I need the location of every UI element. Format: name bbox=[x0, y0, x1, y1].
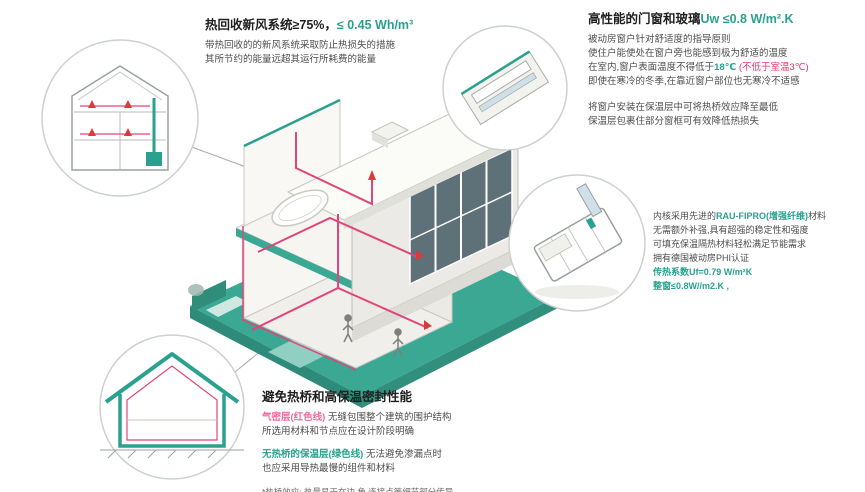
profile-brand: RAU-FIPRO(增强纤维) bbox=[716, 211, 809, 221]
ventilation-line1: 带热回收的的新风系统采取防止热损失的措施 bbox=[205, 39, 396, 51]
platform-front-right-edge bbox=[362, 296, 558, 408]
insulation-layer-roof-line bbox=[104, 352, 240, 404]
profile-line1-post: 材料 bbox=[808, 211, 827, 221]
callout-window-profile-circle bbox=[508, 174, 646, 312]
windows-line3-note: (不低于室温3℃) bbox=[738, 62, 809, 74]
ground-hatching bbox=[100, 449, 244, 459]
thermal-title: 避免热桥和高保温密封性能 bbox=[262, 390, 413, 404]
ventilation-body: 带热回收的的新风系统采取防止热损失的措施 其所节约的能量远超其运行所耗费的能量 bbox=[205, 39, 485, 68]
profile-line1-pre: 内核采用先进的 bbox=[653, 211, 717, 221]
heat-exchanger-unit bbox=[146, 152, 162, 166]
airtight-layer-line2: 所选用材料和节点应在设计阶段明确 bbox=[262, 425, 415, 437]
insulation-layer-wall-line bbox=[118, 394, 226, 448]
envelope-house-body bbox=[120, 356, 224, 446]
windows-section: 高性能的门窗和玻璃Uw ≤0.8 W/m².K 被动房窗户针对舒适度的指导原则 … bbox=[588, 12, 860, 129]
airtight-layer-line bbox=[242, 226, 357, 371]
windows-body: 被动房窗户针对舒适度的指导原则 使住户能使处在窗户旁也能感到极为舒适的温度 在室… bbox=[588, 33, 860, 90]
house-illustration bbox=[188, 98, 558, 408]
windows-line3-pre: 在室内,窗户表面温度不得低于 bbox=[588, 62, 715, 74]
ventilation-line2: 其所节约的能量远超其运行所耗费的能量 bbox=[205, 53, 377, 65]
frame-profile-section bbox=[533, 183, 623, 282]
room-airflow-arrow-icon bbox=[88, 100, 132, 136]
airtight-layer-label: 气密层(红色线) bbox=[262, 411, 326, 423]
ventilation-title-value: ≤ 0.45 Wh/m³ bbox=[336, 18, 414, 32]
callout-window-detail-circle bbox=[442, 25, 568, 151]
profile-u-value: 传热系数Uf=0.79 W/m²K bbox=[653, 266, 753, 277]
insulation-layer-line2: 也应采用导热最慢的组件和材料 bbox=[262, 463, 396, 475]
glass-edge bbox=[576, 183, 603, 218]
windows-title: 高性能的门窗和玻璃Uw ≤0.8 W/m².K bbox=[588, 12, 860, 28]
insulation-layer-label: 无热桥的保温层(绿色线) bbox=[262, 449, 364, 461]
callout-thermal-circle bbox=[99, 334, 245, 480]
platform-front-left-edge bbox=[190, 306, 362, 408]
profile-uw-value: 整窗≤0.8W//m2.K , bbox=[653, 280, 729, 291]
seal-gasket bbox=[585, 217, 597, 230]
windows-line3-temp: 18℃ bbox=[714, 62, 739, 74]
insulation-layer-text: 无法避免渗漏点时 bbox=[363, 449, 442, 461]
window-mullions bbox=[409, 160, 513, 272]
roof-edge bbox=[344, 132, 526, 229]
windows-para2-line2: 保温层包裹住部分窗框可有效降低热损失 bbox=[588, 115, 760, 127]
thermal-body-insulation: 无热桥的保温层(绿色线) 无法避免渗漏点时 也应采用导热最慢的组件和材料 bbox=[262, 448, 592, 477]
wing-plinth bbox=[352, 248, 518, 342]
frame-inner bbox=[470, 60, 532, 104]
callout-ventilation-circle bbox=[41, 39, 199, 197]
window-corner-section bbox=[460, 50, 550, 126]
thermal-bridge-footnote: *热桥效应: 热量易于在边,角,连接点等细节部分传导 bbox=[262, 486, 454, 492]
windows-title-text: 高性能的门窗和玻璃 bbox=[588, 12, 701, 26]
airtight-layer-text: 无缝包围整个建筑的围护结构 bbox=[325, 411, 452, 423]
thermal-body-airtight: 气密层(红色线) 无缝包围整个建筑的围护结构 所选用材料和节点应在设计阶段明确 bbox=[262, 411, 592, 440]
windows-line1: 被动房窗户针对舒适度的指导原则 bbox=[588, 33, 731, 45]
thermal-section: 避免热桥和高保温密封性能 气密层(红色线) 无缝包围整个建筑的围护结构 所选用材… bbox=[262, 390, 592, 492]
bathtub bbox=[271, 189, 329, 227]
profile-line4: 拥有德国被动房PHI认证 bbox=[653, 252, 750, 263]
human-figure-icon bbox=[342, 314, 404, 357]
ventilation-ducts bbox=[251, 132, 429, 331]
bush bbox=[188, 284, 204, 296]
entry-steps bbox=[206, 296, 248, 317]
profile-section: 内核采用先进的RAU-FIPRO(增强纤维)材料 无需额外补强,具有超强的稳定性… bbox=[653, 210, 863, 294]
roof-inner-line bbox=[77, 71, 163, 101]
rau-fipro-core bbox=[538, 233, 573, 262]
ventilation-title-text: 热回收新风系统≥75%， bbox=[205, 18, 337, 32]
floor-lines bbox=[74, 111, 166, 170]
ventilation-title: 热回收新风系统≥75%，≤ 0.45 Wh/m³ bbox=[205, 18, 485, 34]
windows-title-value: Uw ≤0.8 W/m².K bbox=[700, 12, 794, 26]
rooftop-vent-side bbox=[372, 132, 388, 148]
glazing-pane bbox=[478, 72, 537, 113]
ventilation-section: 热回收新风系统≥75%，≤ 0.45 Wh/m³ 带热回收的的新风系统采取防止热… bbox=[205, 18, 485, 67]
profile-shadow bbox=[535, 285, 619, 299]
retaining-wall bbox=[192, 280, 226, 312]
windows-line2: 使住户能使处在窗户旁也能感到极为舒适的温度 bbox=[588, 47, 788, 59]
floor-insulation-edge-left bbox=[236, 228, 354, 290]
profile-line2: 无需额外补强,具有超强的稳定性和强度 bbox=[653, 224, 809, 235]
wall-insulation-line bbox=[243, 98, 341, 148]
insulation-wrap-line bbox=[460, 50, 531, 95]
windows-para2-line1: 将窗户安装在保温层中可将热桥效应降至最低 bbox=[588, 101, 779, 113]
profile-line3: 可填充保温隔热材料轻松满足节能需求 bbox=[653, 238, 807, 249]
windows-line4: 即使在寒冷的冬季,在靠近窗户部位也无寒冷不适感 bbox=[588, 76, 800, 88]
airflow-arrow-icon bbox=[368, 170, 432, 330]
section-house-outline bbox=[71, 65, 169, 171]
windows-body-2: 将窗户安装在保温层中可将热桥效应降至最低 保温层包裹住部分窗框可有效降低热损失 bbox=[588, 101, 860, 130]
